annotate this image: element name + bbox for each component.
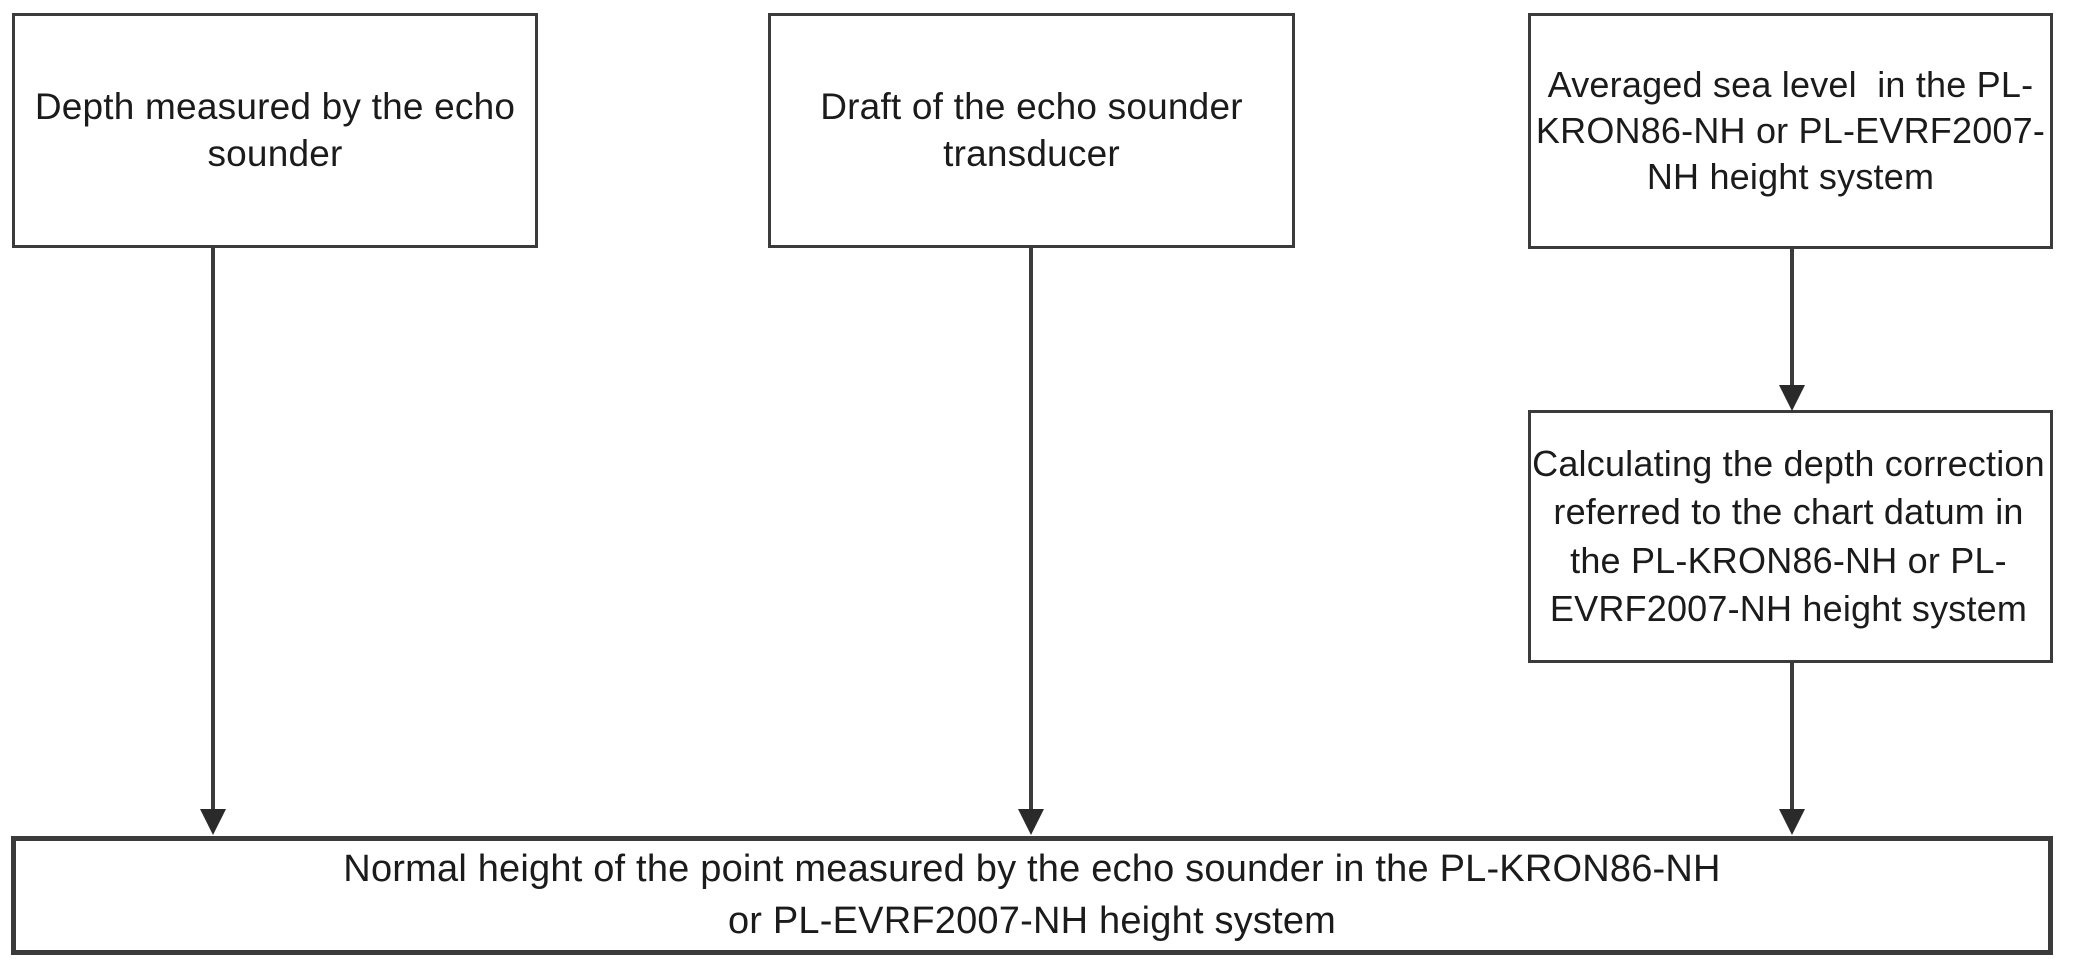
arrow-shaft (1029, 246, 1033, 811)
arrowhead-down-icon (1779, 809, 1805, 835)
arrowhead-down-icon (1018, 809, 1044, 835)
arrow-shaft (1790, 661, 1794, 811)
node-depth-measured-label: Depth measured by the echo sounder (34, 85, 526, 174)
node-depth-correction-label: Calculating the depth correction referre… (1532, 443, 2056, 629)
node-depth-measured: Depth measured by the echo sounder (12, 13, 538, 248)
arrowhead-down-icon (200, 809, 226, 835)
node-normal-height: Normal height of the point measured by t… (11, 836, 2053, 955)
arrowhead-down-icon (1779, 385, 1805, 411)
node-draft-transducer: Draft of the echo sounder transducer (768, 13, 1295, 248)
arrow-shaft (1790, 247, 1794, 387)
node-averaged-sea-level: Averaged sea level in the PL-KRON86-NH o… (1528, 13, 2053, 249)
node-averaged-sea-level-label: Averaged sea level in the PL-KRON86-NH o… (1535, 64, 2046, 197)
node-depth-correction: Calculating the depth correction referre… (1528, 410, 2053, 663)
arrow-shaft (211, 246, 215, 811)
node-draft-transducer-label: Draft of the echo sounder transducer (820, 85, 1254, 174)
node-normal-height-label: Normal height of the point measured by t… (343, 848, 1721, 942)
